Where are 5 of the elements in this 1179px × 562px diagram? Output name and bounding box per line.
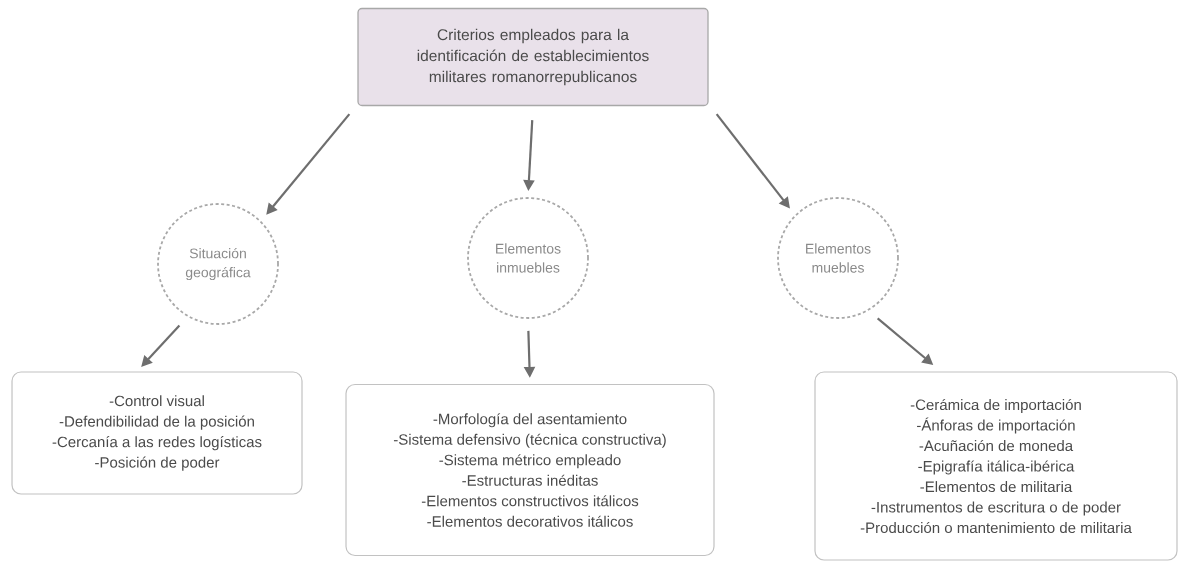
criteria-box: -Morfología del asentamiento -Sistema defensivo (técnica constructiva) -Sistema métrico empleado -Estructuras inéditas -Elementos constructivos itálicos -Elementos decorativos itálicos — [345, 383, 715, 557]
criteria-box: -Cerámica de importación -Ánforas de importación -Acuñación de moneda -Epigrafía itálica-ibérica -Elementos de militaria -Instrumentos de escritura o de poder -Producción o mantenimiento de militaria — [814, 371, 1178, 561]
title-box: Criterios empleados para la identificación de establecimientos militares romanorrepublicanos — [357, 7, 709, 107]
criteria-box: -Control visual -Defendibilidad de la posición -Cercanía a las redes logísticas -Posición de poder — [11, 371, 303, 495]
arrow — [141, 324, 181, 367]
